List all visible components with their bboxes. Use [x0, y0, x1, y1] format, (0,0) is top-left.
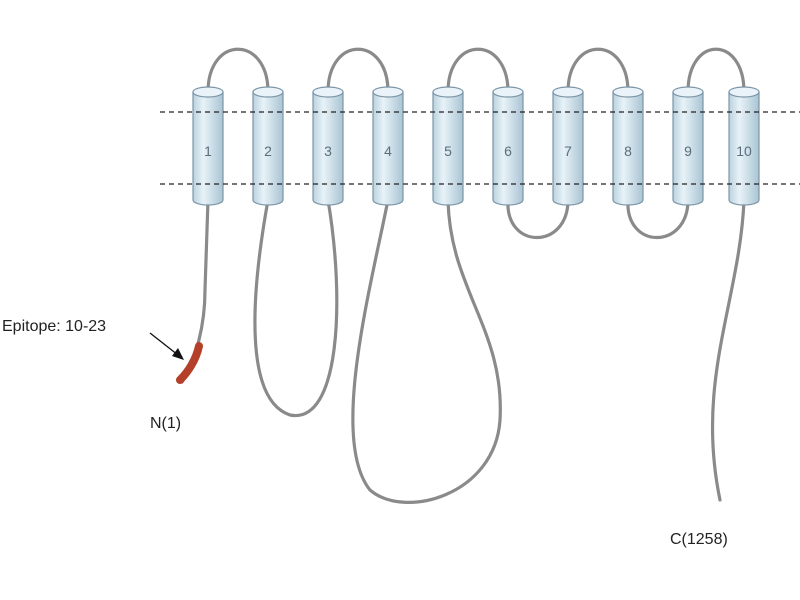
helix-cylinder-body — [728, 91, 760, 206]
intracellular-loop-2-3 — [253, 198, 339, 417]
helix-number-label: 8 — [624, 143, 632, 159]
helix-cylinder-body — [552, 91, 584, 206]
helix-9: 9 — [672, 86, 704, 206]
helix-number-label: 1 — [204, 143, 212, 159]
helix-cylinder-body — [252, 91, 284, 206]
helix-cylinder-body — [312, 91, 344, 206]
n-terminus-label: N(1) — [150, 415, 181, 432]
helix-number-label: 4 — [384, 143, 392, 159]
helix-cylinder-cap — [552, 86, 584, 98]
helix-4: 4 — [372, 86, 404, 206]
helix-cylinder-cap — [492, 86, 524, 98]
helix-number-label: 5 — [444, 143, 452, 159]
c-terminus-label: C(1258) — [670, 531, 728, 548]
helix-6: 6 — [492, 86, 524, 206]
helix-number-label: 9 — [684, 143, 692, 159]
helix-number-label: 2 — [264, 143, 272, 159]
helix-cylinder-cap — [192, 86, 224, 98]
helix-cylinder-body — [492, 91, 524, 206]
helix-number-label: 3 — [324, 143, 332, 159]
helix-number-label: 6 — [504, 143, 512, 159]
helix-cylinder-body — [372, 91, 404, 206]
c-terminal-tail — [710, 198, 746, 502]
helix-cylinder-body — [672, 91, 704, 206]
helix-cylinder-cap — [372, 86, 404, 98]
helix-3: 3 — [312, 86, 344, 206]
extracellular-loop-5-6 — [446, 47, 510, 94]
helix-7: 7 — [552, 86, 584, 206]
polypeptide-chain — [180, 47, 746, 504]
helix-cylinder-cap — [312, 86, 344, 98]
helix-cylinder-cap — [252, 86, 284, 98]
helix-5: 5 — [432, 86, 464, 206]
helix-cylinder-body — [192, 91, 224, 206]
helix-number-label: 7 — [564, 143, 572, 159]
helix-1: 1 — [192, 86, 224, 206]
intracellular-loop-6-7 — [506, 198, 570, 239]
helix-10: 10 — [728, 86, 760, 206]
epitope-arrow — [149, 332, 184, 360]
extracellular-loop-7-8 — [566, 47, 630, 94]
epitope-segment — [176, 342, 203, 384]
transmembrane-helices: 1 2 3 4 5 6 7 8 9 10 — [192, 86, 760, 206]
helix-cylinder-cap — [612, 86, 644, 98]
intracellular-loop-4-5 — [351, 198, 502, 504]
helix-number-label: 10 — [736, 143, 752, 159]
extracellular-loop-3-4 — [326, 47, 390, 94]
helix-8: 8 — [612, 86, 644, 206]
helix-cylinder-cap — [432, 86, 464, 98]
extracellular-loop-1-2 — [206, 47, 270, 94]
helix-cylinder-cap — [728, 86, 760, 98]
epitope-label: Epitope: 10-23 — [2, 318, 106, 335]
intracellular-loop-8-9 — [626, 198, 690, 239]
helix-cylinder-body — [432, 91, 464, 206]
helix-cylinder-body — [612, 91, 644, 206]
extracellular-loop-9-10 — [686, 47, 746, 94]
helix-cylinder-cap — [672, 86, 704, 98]
helix-2: 2 — [252, 86, 284, 206]
